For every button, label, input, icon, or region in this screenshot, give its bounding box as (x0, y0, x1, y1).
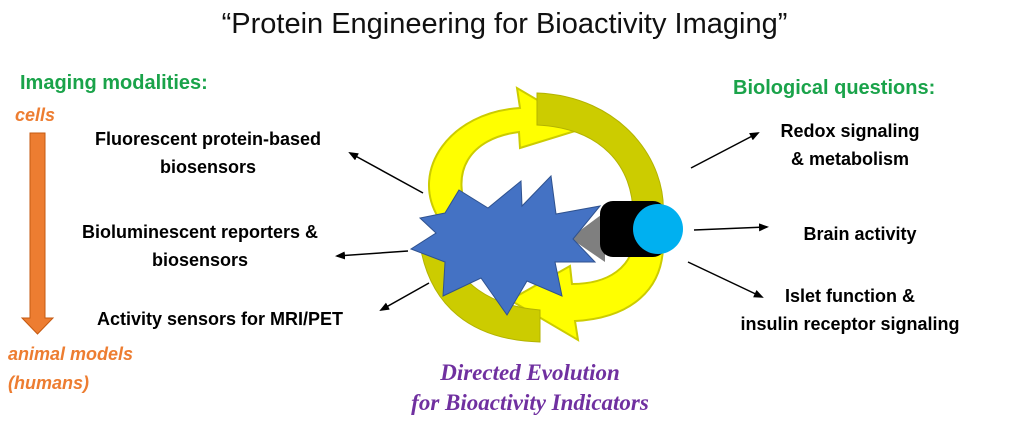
right-heading: Biological questions: (733, 77, 936, 99)
footer-line: for Bioactivity Indicators (411, 390, 649, 415)
probe-connector (570, 212, 605, 262)
item-activity-sensors: Activity sensors for MRI/PET (60, 305, 380, 333)
footer-line: Directed Evolution (440, 360, 620, 385)
arrow-to-redox (690, 132, 760, 169)
arrow-to-islet (687, 261, 764, 298)
cycle-arrow-bottom (508, 239, 665, 342)
item-fluorescent-biosensors: Fluorescent protein-based biosensors (58, 125, 358, 181)
scale-arrow (20, 132, 55, 335)
page-title: “Protein Engineering for Bioactivity Ima… (221, 8, 788, 40)
scale-label-humans: (humans) (8, 373, 89, 393)
item-bioluminescent-reporters: Bioluminescent reporters & biosensors (50, 218, 350, 274)
item-line: Redox signaling (780, 121, 920, 141)
arrow-to-mri-pet (379, 282, 430, 311)
probe-indicator-circle (633, 204, 683, 254)
item-line: Brain activity (803, 224, 917, 244)
arrow-to-brain (693, 223, 769, 232)
item-line: Activity sensors for MRI/PET (96, 309, 344, 329)
item-redox-signaling: Redox signaling & metabolism (740, 117, 960, 173)
arrow-to-fluorescent (348, 152, 424, 194)
item-line: biosensors (159, 157, 257, 177)
protein-starburst (409, 174, 602, 316)
item-brain-activity: Brain activity (750, 220, 970, 248)
item-line: & metabolism (790, 149, 910, 169)
scale-label-cells: cells (15, 105, 56, 125)
item-line: Islet function & (785, 286, 915, 306)
item-line: Bioluminescent reporters & (81, 222, 319, 242)
arrow-to-bioluminescent (335, 250, 409, 260)
cycle-arrow-right (536, 92, 664, 218)
item-line: insulin receptor signaling (740, 314, 960, 334)
item-line: biosensors (151, 250, 249, 270)
scale-label-animal-models: animal models (8, 344, 134, 364)
left-heading: Imaging modalities: (20, 72, 208, 94)
footer-directed-evolution: Directed Evolution for Bioactivity Indic… (330, 358, 730, 418)
item-islet-function: Islet function & insulin receptor signal… (700, 282, 1000, 338)
item-line: Fluorescent protein-based (94, 129, 322, 149)
